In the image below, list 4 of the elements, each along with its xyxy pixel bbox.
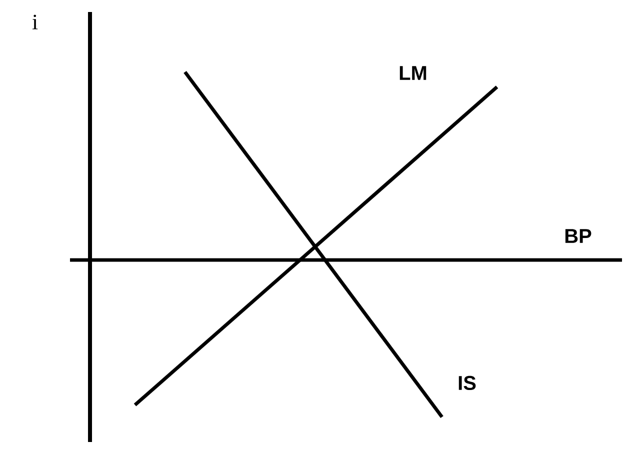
curve-label: BP (565, 229, 592, 243)
curve-label: IS (458, 376, 476, 390)
curve-label: LM (400, 66, 426, 80)
axis-label: i (32, 14, 38, 30)
